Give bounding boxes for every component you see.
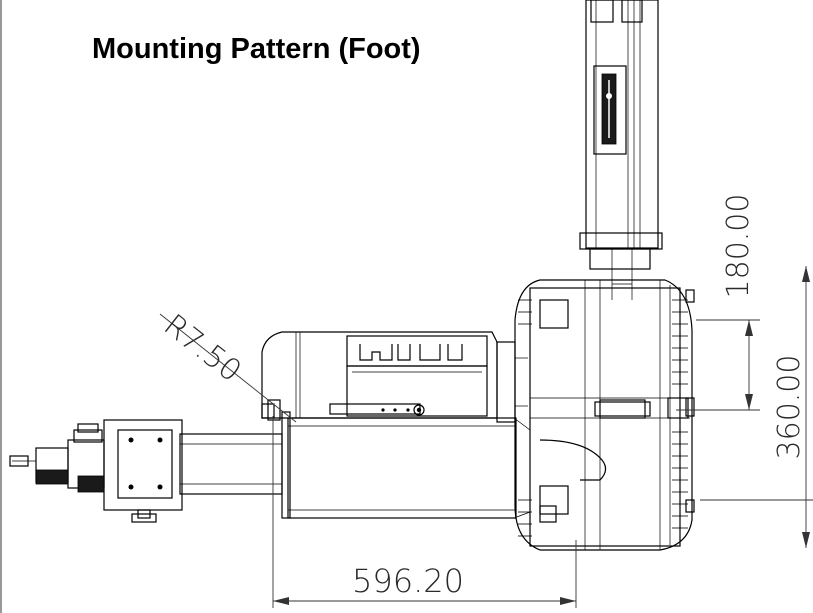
terminal-box [329,335,488,417]
horizontal-motor [261,331,528,423]
dimension-radius-label: R7.50 [157,308,248,390]
blower-housing [514,279,695,551]
inlet-valve [9,419,183,523]
dimension-foot-spacing-label: 360.00 [772,355,807,460]
dimension-foot-spacing [700,266,813,548]
dimension-motor-height-label: 180.00 [721,194,756,299]
brand-logo-icon [601,73,617,145]
dimension-motor-height [676,319,760,411]
dimension-overall-length [272,416,577,608]
drawing-title: Mounting Pattern (Foot) [92,33,421,65]
pipe-section [179,411,531,519]
vertical-motor [579,0,663,300]
dimension-overall-length-label: 596.20 [352,562,464,600]
